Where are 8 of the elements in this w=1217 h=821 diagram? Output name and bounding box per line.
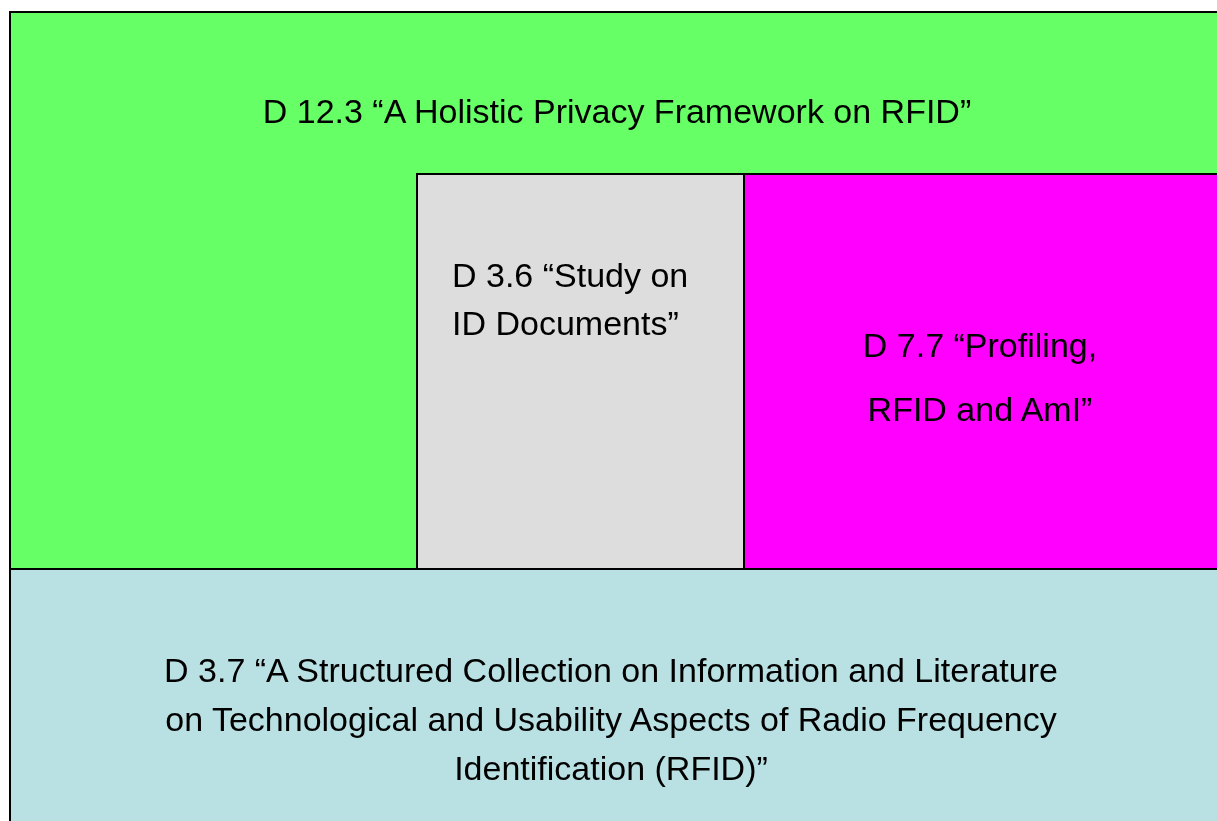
section-box bbox=[743, 173, 1217, 570]
section-title: D 7.7 “Profiling, RFID and AmI” bbox=[861, 325, 1099, 430]
section-title: D 12.3 “A Holistic Privacy Framework on RFID” bbox=[261, 91, 973, 132]
section-box bbox=[416, 173, 745, 570]
section-panel bbox=[9, 11, 1217, 570]
section-panel bbox=[9, 568, 1217, 821]
section-title: D 3.6 “Study on ID Documents” bbox=[452, 255, 690, 344]
section-title: D 3.7 “A Structured Collection on Information and Literature on Technological and Usability Aspects of Radio Frequency Identification (RFID)” bbox=[163, 650, 1059, 789]
